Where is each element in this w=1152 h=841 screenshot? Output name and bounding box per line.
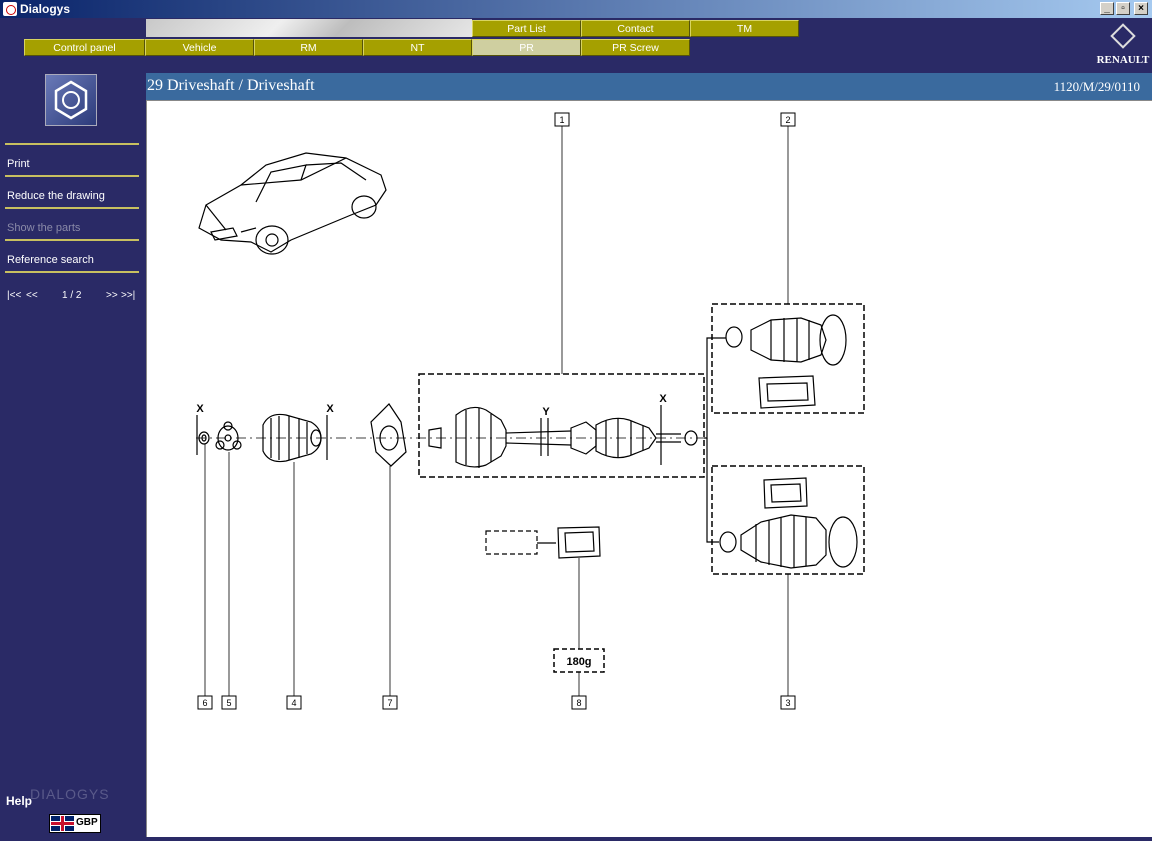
part-4-boot: [262, 413, 322, 463]
drawing-canvas: 1 2 3 4 5 6 7 8 X X X Y 180g: [146, 100, 1152, 837]
currency-label: GBP: [76, 817, 98, 828]
nav-pr[interactable]: PR: [472, 39, 581, 56]
callout-3[interactable]: 3: [785, 698, 790, 708]
renault-logo: RENAULT: [1096, 23, 1150, 68]
section-mark-x: X: [196, 403, 204, 415]
callout-box: [554, 112, 570, 127]
callout-6[interactable]: 6: [202, 698, 207, 708]
nav-vehicle[interactable]: Vehicle: [145, 39, 254, 56]
menu-reference-search[interactable]: Reference search: [7, 254, 94, 266]
section-mark-x: X: [326, 403, 334, 415]
menu-reduce-drawing[interactable]: Reduce the drawing: [7, 190, 105, 202]
restore-button[interactable]: ▫: [1116, 2, 1130, 15]
callout-box: [221, 695, 237, 710]
grease-placeholder-box: [485, 530, 538, 555]
renault-diamond-icon: [1110, 23, 1136, 49]
callout-box: [780, 112, 796, 127]
kit-3-box: [711, 465, 865, 575]
callout-box: [780, 695, 796, 710]
pager-next[interactable]: >>: [106, 290, 118, 301]
currency-selector[interactable]: GBP: [49, 814, 101, 833]
nav-part-list[interactable]: Part List: [472, 20, 581, 37]
banner-image: [146, 19, 472, 37]
section-mark-x: X: [659, 393, 667, 405]
callout-box: [197, 695, 213, 710]
callout-box: [571, 695, 587, 710]
nav-nt[interactable]: NT: [363, 39, 472, 56]
nav-rm[interactable]: RM: [254, 39, 363, 56]
car-illustration: [198, 152, 387, 255]
part-1-driveshaft: [428, 406, 698, 468]
nav-tm[interactable]: TM: [690, 20, 799, 37]
pager-page: 1 / 2: [62, 290, 82, 301]
part-7-gaiter-flange: [370, 403, 407, 467]
part-6-circlip: [198, 431, 210, 445]
nav-pr-screw[interactable]: PR Screw: [581, 39, 690, 56]
separator: [5, 271, 139, 273]
callout-5[interactable]: 5: [226, 698, 231, 708]
nav-control-panel[interactable]: Control panel: [24, 39, 145, 56]
separator: [5, 239, 139, 241]
window-titlebar: Dialogys _ ▫ ×: [0, 0, 1152, 18]
window-title: Dialogys: [20, 2, 71, 16]
callout-1[interactable]: 1: [559, 115, 564, 125]
app-icon: [3, 2, 17, 16]
page-header: 29 Driveshaft / Driveshaft 1120/M/29/011…: [146, 73, 1152, 100]
pager-first[interactable]: |<<: [7, 290, 22, 301]
sidebar: Print Reduce the drawing Show the parts …: [0, 71, 146, 839]
brand-name: RENAULT: [1096, 54, 1150, 66]
nav-contact[interactable]: Contact: [581, 20, 690, 37]
part-3-boot-kit: [719, 477, 858, 569]
separator: [5, 143, 139, 145]
menu-show-parts[interactable]: Show the parts: [7, 222, 81, 234]
dialogys-wordmark: DIALOGYS: [30, 786, 110, 802]
reference-code: 1120/M/29/0110: [1053, 79, 1140, 94]
part-2-joint-kit: [725, 314, 847, 409]
part-8-grease-sachet: [557, 526, 601, 559]
uk-flag-icon: [51, 816, 74, 831]
page-title: 29 Driveshaft / Driveshaft: [147, 77, 315, 94]
separator: [5, 175, 139, 177]
callout-box: [382, 695, 398, 710]
part-5-tripod: [215, 421, 242, 451]
separator: [5, 207, 139, 209]
menu-print[interactable]: Print: [7, 158, 30, 170]
kit-1-driveshaft-box: [418, 373, 705, 478]
help-link[interactable]: Help: [6, 794, 33, 808]
pager-prev[interactable]: <<: [26, 290, 38, 301]
callout-7[interactable]: 7: [387, 698, 392, 708]
grease-quantity-label: 180g: [566, 656, 591, 668]
callout-4[interactable]: 4: [291, 698, 296, 708]
minimize-button[interactable]: _: [1100, 2, 1114, 15]
driveshaft-exploded-diagram: 1 2 3 4 5 6 7 8 X X X Y 180g: [196, 112, 865, 710]
callout-2[interactable]: 2: [785, 115, 790, 125]
pager-last[interactable]: >>|: [121, 290, 136, 301]
nut-icon[interactable]: [45, 74, 97, 126]
section-mark-y: Y: [542, 406, 550, 418]
callout-8[interactable]: 8: [576, 698, 581, 708]
callout-box: [286, 695, 302, 710]
close-button[interactable]: ×: [1134, 2, 1148, 15]
